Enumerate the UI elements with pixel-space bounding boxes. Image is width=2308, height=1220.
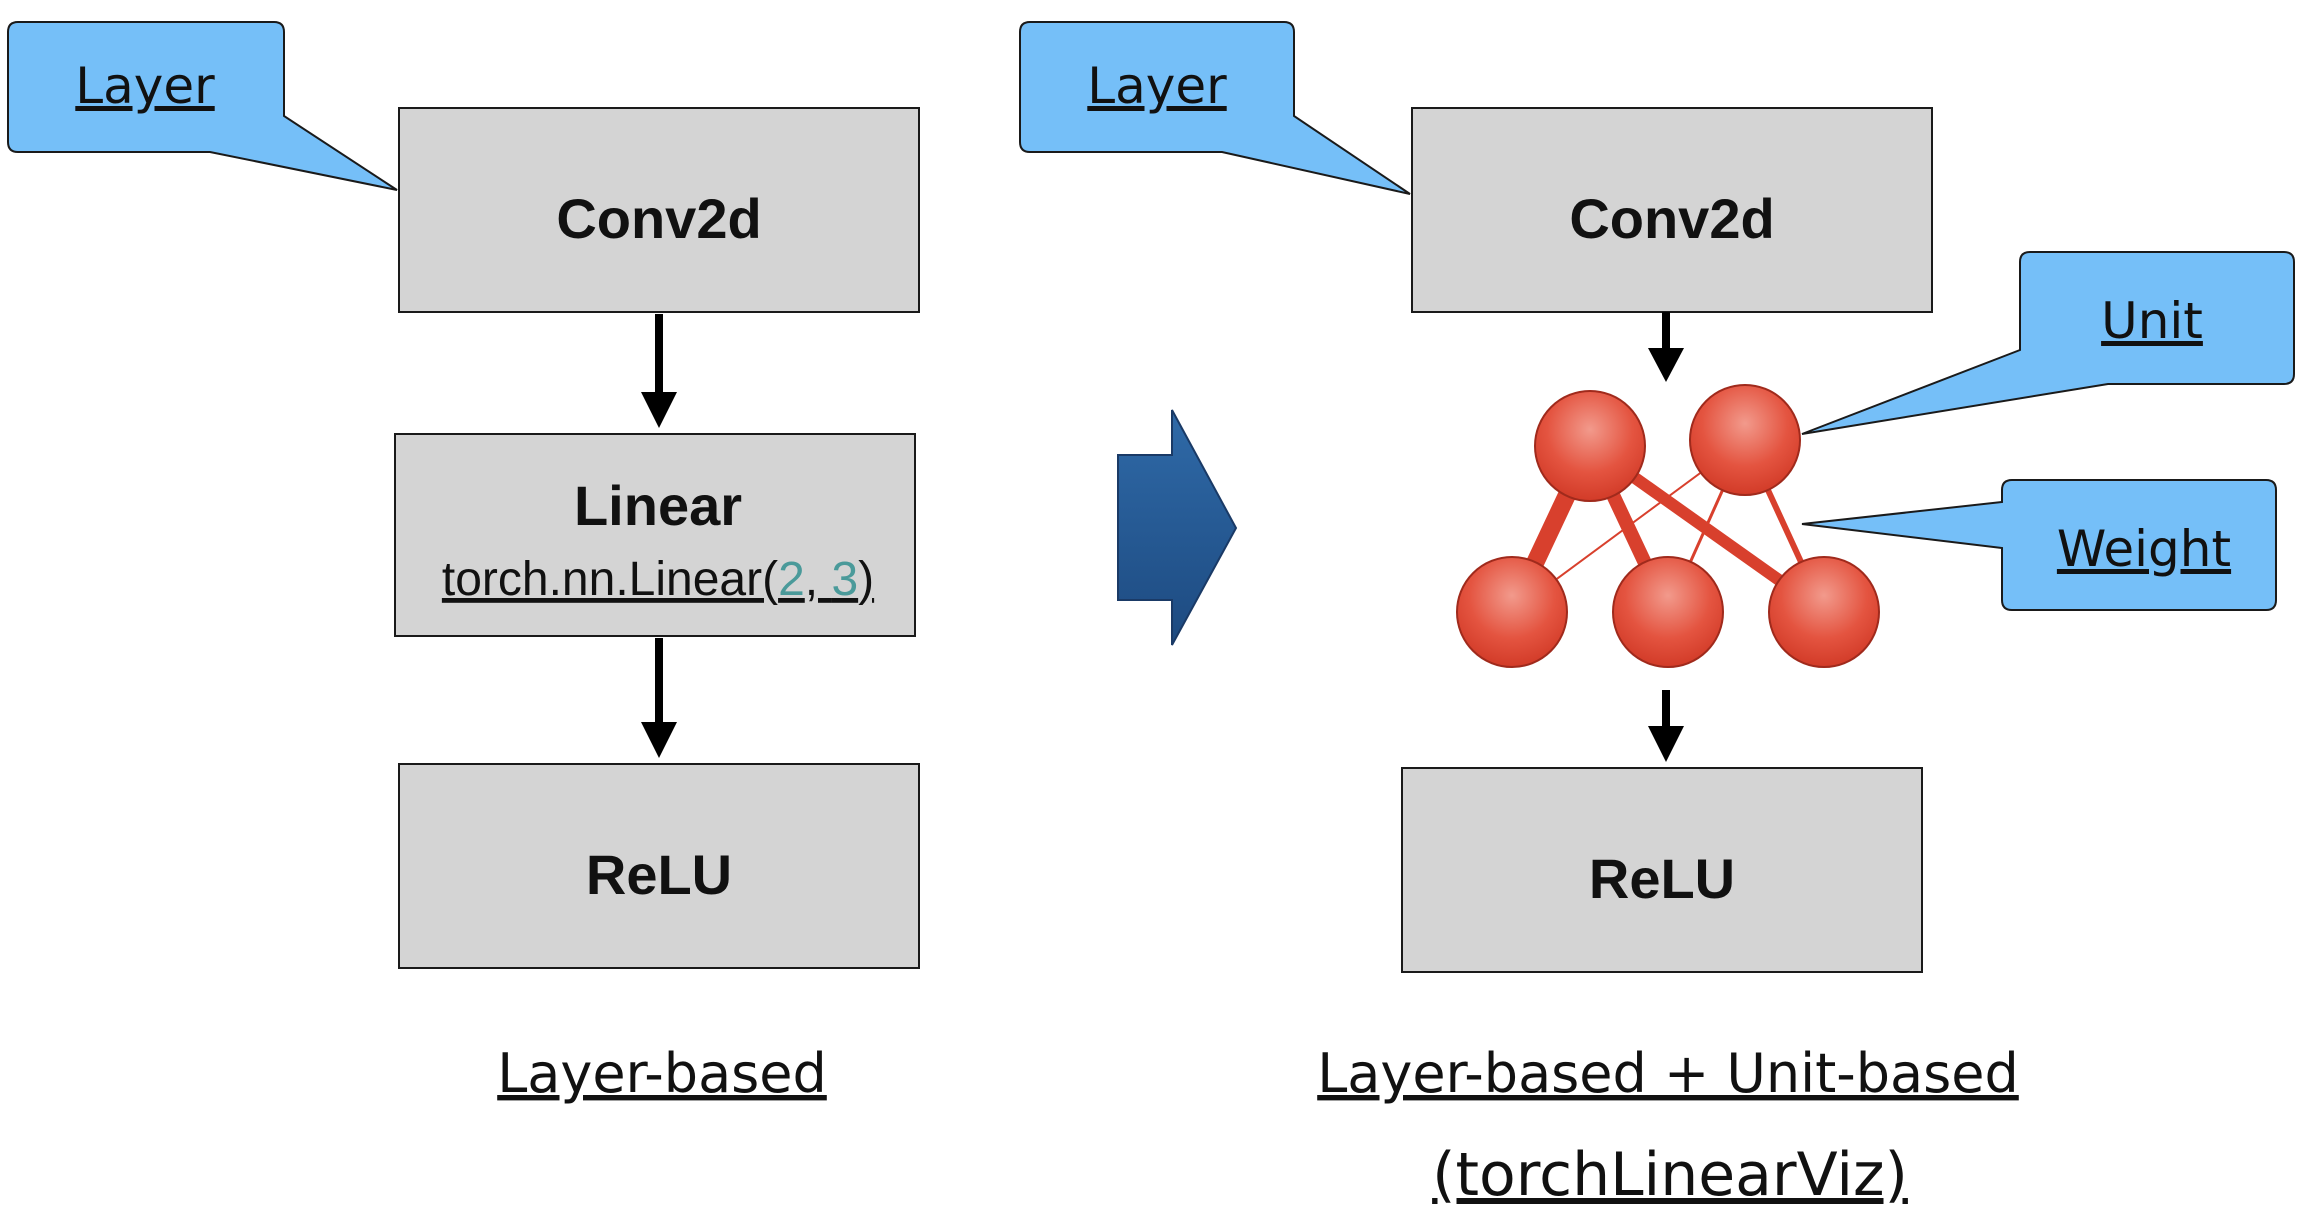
caption-tool-name: (torchLinearViz) bbox=[1432, 1140, 1908, 1210]
caption-layer-unit-based: Layer-based + Unit-based bbox=[1317, 1042, 2019, 1105]
relu-box-right: ReLU bbox=[1401, 767, 1923, 973]
arrow-conv-to-units bbox=[1648, 312, 1684, 382]
network-units bbox=[1456, 384, 1880, 668]
relu-label-right: ReLU bbox=[1589, 847, 1735, 910]
arrow-units-to-relu bbox=[1648, 690, 1684, 762]
layer-callout-right-label: Layer bbox=[1087, 57, 1227, 115]
code-sep: , bbox=[805, 553, 832, 606]
transition-arrow-icon bbox=[1117, 409, 1238, 646]
arrow-linear-to-relu bbox=[641, 638, 677, 758]
layer-callout-left-label: Layer bbox=[75, 57, 215, 115]
unit-callout-label: Unit bbox=[2101, 292, 2203, 350]
layer-callout-right: Layer bbox=[1019, 21, 1411, 195]
relu-box-left: ReLU bbox=[398, 763, 920, 969]
conv2d-box-right: Conv2d bbox=[1411, 107, 1933, 313]
conv2d-box-left: Conv2d bbox=[398, 107, 920, 313]
input-unit-node bbox=[1534, 390, 1646, 502]
code-prefix: torch.nn.Linear( bbox=[442, 553, 778, 606]
conv2d-label-left: Conv2d bbox=[556, 187, 761, 250]
weight-callout-shape bbox=[1801, 479, 2277, 611]
layer-callout-left-shape bbox=[7, 21, 398, 191]
code-arg-in: 2 bbox=[778, 553, 805, 606]
weight-callout: Weight bbox=[1801, 479, 2277, 611]
input-unit-node bbox=[1689, 384, 1801, 496]
layer-callout-left: Layer bbox=[7, 21, 398, 191]
output-unit-node bbox=[1612, 556, 1724, 668]
output-unit-node bbox=[1768, 556, 1880, 668]
code-arg-out: 3 bbox=[831, 553, 858, 606]
layer-callout-right-shape bbox=[1019, 21, 1411, 195]
conv2d-label-right: Conv2d bbox=[1569, 187, 1774, 250]
unit-callout-shape bbox=[1801, 251, 2295, 435]
caption-layer-based: Layer-based bbox=[497, 1042, 827, 1105]
unit-callout: Unit bbox=[1801, 251, 2295, 435]
linear-box: Linear torch.nn.Linear(2, 3) bbox=[394, 433, 916, 637]
linear-title: Linear bbox=[574, 474, 742, 537]
relu-label-left: ReLU bbox=[586, 843, 732, 906]
weight-callout-label: Weight bbox=[2057, 520, 2231, 578]
arrow-conv-to-linear bbox=[641, 314, 677, 428]
code-suffix: ) bbox=[858, 553, 874, 606]
output-unit-node bbox=[1456, 556, 1568, 668]
linear-code: torch.nn.Linear(2, 3) bbox=[442, 553, 874, 606]
